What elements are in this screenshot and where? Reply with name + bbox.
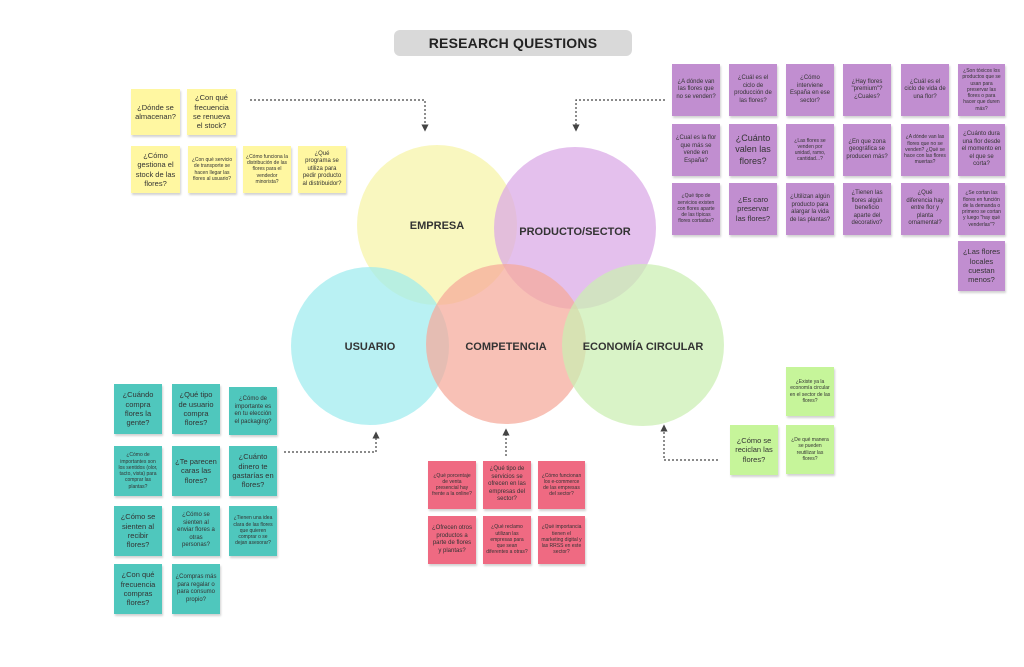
venn-label-competencia: COMPETENCIA: [465, 341, 546, 353]
economia-note-2[interactable]: ¿Cómo se reciclan las flores?: [730, 425, 778, 475]
usuario-note-11[interactable]: ¿Compras más para regalar o para consumo…: [172, 564, 220, 614]
empresa-note-1[interactable]: ¿Dónde se almacenan?: [131, 89, 180, 135]
usuario-note-4[interactable]: ¿Cómo de importantes son los sentidos (o…: [114, 446, 162, 496]
producto-note-14[interactable]: ¿Es caro preservar las flores?: [729, 183, 777, 235]
usuario-note-3[interactable]: ¿Cómo de importante es en tu elección el…: [229, 387, 277, 435]
producto-note-18[interactable]: ¿Se cortan las flores en función de la d…: [958, 183, 1005, 235]
producto-note-11[interactable]: ¿A dónde van las flores que no se venden…: [901, 124, 949, 176]
producto-note-3[interactable]: ¿Cómo interviene España en ese sector?: [786, 64, 834, 116]
usuario-note-1[interactable]: ¿Cuándo compra flores la gente?: [114, 384, 162, 434]
venn-label-usuario: USUARIO: [345, 341, 396, 353]
producto-note-12[interactable]: ¿Cuánto dura una flor desde el momento e…: [958, 124, 1005, 176]
circle-usuario[interactable]: [291, 267, 449, 425]
producto-note-13[interactable]: ¿Qué tipo de servicios existen con flore…: [672, 183, 720, 235]
usuario-note-7[interactable]: ¿Cómo se sienten al recibir flores?: [114, 506, 162, 556]
producto-note-9[interactable]: ¿Las flores se venden por unidad, ramo, …: [786, 124, 834, 176]
producto-note-2[interactable]: ¿Cuál es el ciclo de producción de las f…: [729, 64, 777, 116]
economia-note-3[interactable]: ¿De qué manera se pueden reutilizar las …: [786, 425, 834, 474]
empresa-note-4[interactable]: ¿Con qué servicio de transporte se hacen…: [188, 146, 236, 193]
usuario-note-2[interactable]: ¿Qué tipo de usuario compra flores?: [172, 384, 220, 434]
empresa-note-5[interactable]: ¿Cómo funciona la distribución de las fl…: [243, 146, 291, 193]
competencia-note-3[interactable]: ¿Cómo funcionan los e-commerce de las em…: [538, 461, 585, 509]
competencia-note-4[interactable]: ¿Ofrecen otros productos a parte de flor…: [428, 516, 476, 564]
page-title: RESEARCH QUESTIONS: [394, 30, 632, 56]
usuario-note-6[interactable]: ¿Cuánto dinero te gastarías en flores?: [229, 446, 277, 496]
venn-label-producto: PRODUCTO/SECTOR: [519, 226, 630, 238]
empresa-note-3[interactable]: ¿Cómo gestiona el stock de las flores?: [131, 146, 180, 193]
producto-note-16[interactable]: ¿Tienen las flores algún beneficio apart…: [843, 183, 891, 235]
producto-note-17[interactable]: ¿Qué diferencia hay entre flor y planta …: [901, 183, 949, 235]
usuario-note-5[interactable]: ¿Te parecen caras las flores?: [172, 446, 220, 496]
empresa-note-2[interactable]: ¿Con qué frecuencia se renueva el stock?: [187, 89, 236, 135]
usuario-note-9[interactable]: ¿Tienen una idea clara de las flores que…: [229, 506, 277, 556]
competencia-note-2[interactable]: ¿Qué tipo de servicios se ofrecen en las…: [483, 461, 531, 509]
producto-note-4[interactable]: ¿Hay flores "premium"? ¿Cuales?: [843, 64, 891, 116]
producto-note-10[interactable]: ¿En que zona geográfica se producen más?: [843, 124, 891, 176]
venn-label-empresa: EMPRESA: [410, 220, 464, 232]
circle-competencia[interactable]: [426, 264, 586, 424]
competencia-note-1[interactable]: ¿Qué porcentaje de venta presencial hay …: [428, 461, 476, 509]
producto-note-15[interactable]: ¿Utilizan algún producto para alargar la…: [786, 183, 834, 235]
producto-note-1[interactable]: ¿A dónde van las flores que no se venden…: [672, 64, 720, 116]
economia-note-1[interactable]: ¿Existe ya la economía circular en el se…: [786, 367, 834, 416]
competencia-note-6[interactable]: ¿Qué importancia tienen el marketing dig…: [538, 516, 585, 564]
usuario-note-10[interactable]: ¿Con qué frecuencia compras flores?: [114, 564, 162, 614]
usuario-note-8[interactable]: ¿Cómo se sienten al enviar flores a otra…: [172, 506, 220, 556]
circle-producto[interactable]: [494, 147, 656, 309]
circle-empresa[interactable]: [357, 145, 517, 305]
competencia-note-5[interactable]: ¿Qué reclamo utilizan las empresas para …: [483, 516, 531, 564]
producto-note-8[interactable]: ¿Cuánto valen las flores?: [729, 124, 777, 176]
circle-economia[interactable]: [562, 264, 724, 426]
empresa-note-6[interactable]: ¿Qué programa se utiliza para pedir prod…: [298, 146, 346, 193]
producto-note-7[interactable]: ¿Cual es la flor que más se vende en Esp…: [672, 124, 720, 176]
venn-label-economia: ECONOMÍA CIRCULAR: [583, 340, 704, 353]
producto-note-6[interactable]: ¿Son tóxicos los productos que se usan p…: [958, 64, 1005, 116]
producto-note-5[interactable]: ¿Cuál es el ciclo de vida de una flor?: [901, 64, 949, 116]
producto-note-19[interactable]: ¿Las flores locales cuestan menos?: [958, 241, 1005, 291]
